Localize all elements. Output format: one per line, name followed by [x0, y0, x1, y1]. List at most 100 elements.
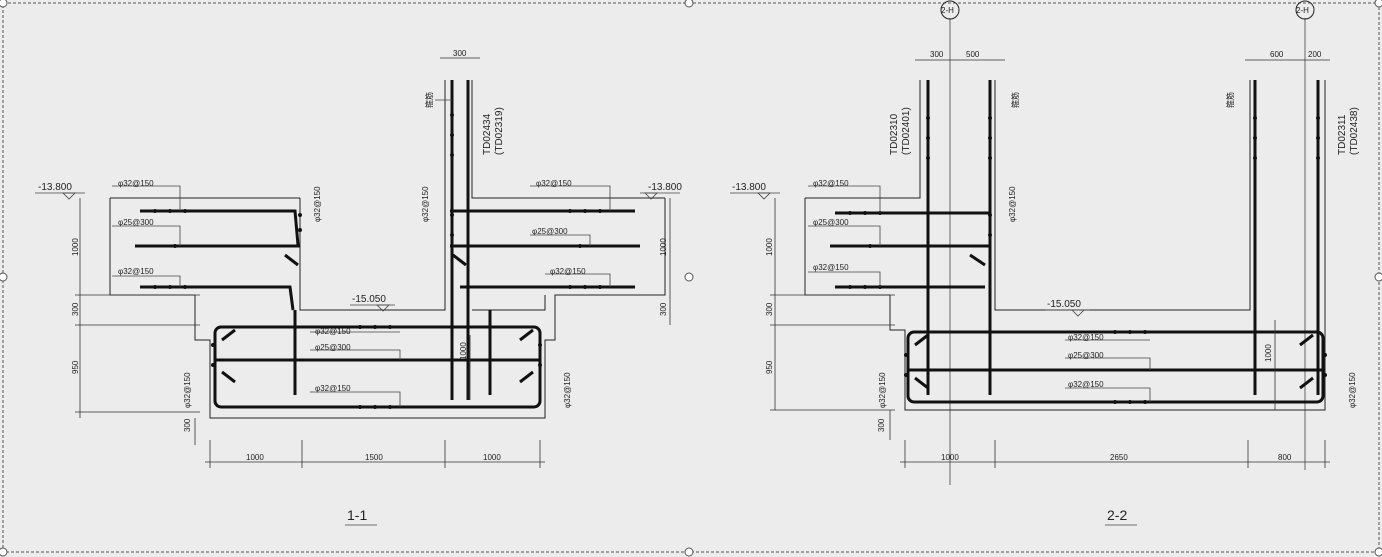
s1-bar-top-left	[140, 209, 300, 246]
s1-leader-6	[545, 273, 611, 287]
s2-wall-left	[805, 80, 921, 199]
s1-dim-b1: 1000	[246, 453, 264, 462]
s2-top-dim-3: 600	[1270, 50, 1284, 59]
s2-axis-right-bubble[interactable]	[1295, 0, 1315, 20]
s2-top-dim-4: 200	[1308, 50, 1322, 59]
s2-axis-left: 2-H	[941, 6, 954, 15]
s2-wall-left-inner	[994, 80, 1251, 311]
s2-rebar-note-left: 箍筋	[1010, 92, 1020, 108]
s1-rebar-note: 箍筋	[424, 92, 434, 108]
frame-grip-tr[interactable]	[1374, 0, 1382, 8]
s2-dim-b2: 2650	[1110, 453, 1128, 462]
s1-hook-1	[284, 253, 299, 267]
s1-dim-300b: 300	[183, 418, 192, 432]
s2-dim-1000: 1000	[765, 238, 774, 256]
s1-wall-id-alt: (TD02319)	[494, 107, 505, 155]
s2-side-bar-left: φ32@150	[878, 372, 887, 408]
s1-pit-bar-3: φ32@150	[315, 384, 351, 393]
s2-pit-bar-1: φ32@150	[1068, 333, 1104, 342]
s1-step-right	[472, 295, 546, 311]
s1-leader-3	[112, 275, 181, 287]
s2-rebar-note-right: 箍筋	[1225, 92, 1235, 108]
s1-dim-950: 950	[71, 360, 80, 374]
s2-wall-id-right: TD02311	[1337, 114, 1348, 155]
s1-hook-2	[452, 253, 467, 267]
section-2-2: 2-H 2-H	[730, 0, 1360, 526]
s2-pit-bar-2: φ25@300	[1068, 351, 1104, 360]
s2-dim-950: 950	[765, 360, 774, 374]
s1-bar-top-right-1: φ32@150	[536, 179, 572, 188]
s1-dim-pit1000: 1000	[459, 342, 468, 360]
s1-hook-5	[519, 328, 534, 342]
s2-wall-bar: φ32@150	[1008, 186, 1017, 222]
s2-wall-id-right-alt: (TD02438)	[1349, 107, 1360, 155]
s1-bar-top-right-3: φ32@150	[550, 267, 586, 276]
s2-dim-300b: 300	[877, 418, 886, 432]
s1-dim-r1000: 1000	[659, 238, 668, 256]
s1-bar-bot-left	[140, 285, 295, 311]
frame-grip-bl[interactable]	[0, 547, 8, 557]
s1-bar-top-left-2: φ25@300	[118, 218, 154, 227]
s2-bar-top-1: φ32@150	[813, 179, 849, 188]
s2-elev-left: -13.800	[732, 182, 766, 193]
s1-leader-8	[310, 349, 401, 360]
frame-grip-mm[interactable]	[684, 272, 694, 282]
s2-hook-5	[1299, 376, 1314, 390]
frame-grip-tm[interactable]	[684, 0, 694, 8]
s1-leader-1	[112, 185, 181, 211]
s1-leader-2	[112, 225, 181, 246]
s2-dim-b3: 800	[1278, 453, 1292, 462]
s2-side-bar-right: φ32@150	[1348, 372, 1357, 408]
s1-bar-top-left-1: φ32@150	[118, 179, 154, 188]
frame-grip-mr[interactable]	[1374, 272, 1382, 282]
s1-hook-3	[221, 328, 236, 342]
s1-bar-top-right-2: φ25@300	[532, 227, 568, 236]
s1-hook-6	[519, 370, 534, 384]
s2-wall-id-left-alt: (TD02401)	[901, 107, 912, 155]
s1-dim-r300: 300	[659, 302, 668, 316]
s1-bar-top-left-3: φ32@150	[118, 267, 154, 276]
s1-wall-id: TD02434	[482, 113, 493, 155]
s1-elev-left-mark	[62, 192, 76, 200]
s1-leader-9	[310, 391, 401, 407]
s1-elev-mid-mark	[376, 304, 390, 312]
frame-grip-tl[interactable]	[0, 0, 8, 8]
frame-grip-br[interactable]	[1374, 547, 1382, 557]
s2-axis-left-bubble[interactable]	[940, 0, 960, 20]
s2-elev-left-mark	[757, 192, 771, 200]
s1-elev-mid: -15.050	[352, 294, 386, 305]
s2-dim-b1: 1000	[941, 453, 959, 462]
s1-title: 1-1	[347, 507, 367, 523]
s1-wall-top-dim: 300	[453, 49, 467, 58]
s1-pit-bar-2: φ25@300	[315, 343, 351, 352]
s2-hook-2	[914, 333, 929, 347]
s2-leader-5	[1065, 357, 1151, 370]
s2-bar-top-3: φ32@150	[813, 263, 849, 272]
s2-elev-mid: -15.050	[1047, 299, 1081, 310]
s1-dim-1000: 1000	[71, 238, 80, 256]
s1-wall-bar-right: φ32@150	[421, 186, 430, 222]
s2-pit-bar-3: φ32@150	[1068, 380, 1104, 389]
s2-title: 2-2	[1107, 507, 1127, 523]
s1-leader-4	[530, 185, 611, 211]
s1-pit-inner	[299, 80, 446, 311]
frame-grip-ml[interactable]	[0, 272, 8, 282]
s2-wall-id-left: TD02310	[889, 113, 900, 155]
s1-wall-bar-left: φ32@150	[313, 186, 322, 222]
s1-side-bar-left: φ32@150	[183, 372, 192, 408]
s2-hook-1	[969, 253, 986, 267]
s1-hook-4	[221, 370, 236, 384]
s1-wall-right-edge	[471, 80, 665, 199]
frame-grip-bm[interactable]	[684, 547, 694, 557]
s2-bar-top-2: φ25@300	[813, 218, 849, 227]
s2-elev-mid-mark	[1071, 309, 1085, 317]
s1-elev-left: -13.800	[38, 182, 72, 193]
s2-pit-stirrup	[906, 330, 1325, 404]
s2-axis-right: 2-H	[1296, 6, 1309, 15]
s2-leader-2	[808, 225, 881, 246]
s1-elev-right-mark	[644, 192, 658, 200]
s1-dim-300: 300	[71, 302, 80, 316]
s1-elev-right: -13.800	[648, 182, 682, 193]
s2-top-dim-1: 300	[930, 50, 944, 59]
